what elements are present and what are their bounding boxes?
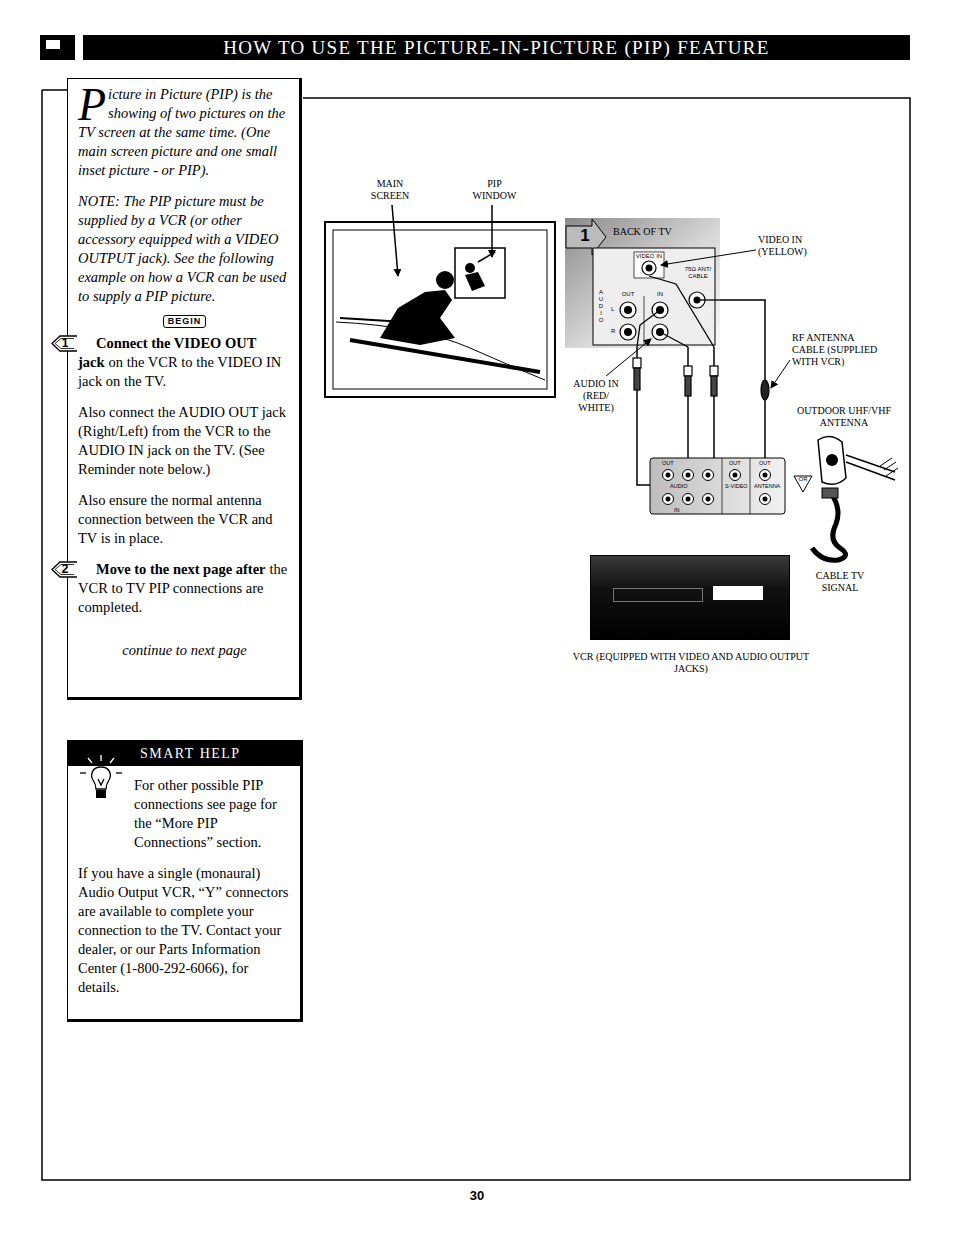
leader-line — [661, 250, 756, 265]
cable-connector — [713, 347, 715, 458]
instruction-text: Also connect the AUDIO OUT jack (Right/L… — [78, 403, 291, 479]
jack-label: 75Ω ANT/ CABLE — [683, 266, 713, 280]
help-text: For other possible PIP connections see p… — [68, 776, 300, 852]
step-callout: 2 — [50, 560, 78, 579]
continue-note: continue to next page — [78, 641, 291, 660]
help-heading: SMART HELP — [68, 741, 300, 766]
cable-connector — [687, 347, 689, 458]
jack-label: OUT — [618, 291, 638, 298]
leader-line — [392, 205, 398, 276]
tv-back-panel-art — [565, 218, 720, 348]
step-text: on the VCR to the VIDEO IN jack on the T… — [78, 354, 281, 389]
callout-number: 1 — [59, 335, 71, 352]
jack-label: OUT — [759, 460, 771, 466]
part-label: CABLE TV SIGNAL — [812, 570, 868, 594]
page-number: 30 — [462, 1188, 492, 1203]
display-window — [713, 586, 763, 600]
jack-label: IN — [674, 507, 680, 513]
part-label: MAIN SCREEN — [365, 178, 415, 202]
help-header: SMART HELP — [68, 741, 300, 766]
begin-row: BEGIN — [78, 310, 291, 328]
antenna-art — [794, 436, 898, 560]
jack-label: AUDIO — [670, 483, 687, 489]
tv-icon — [40, 35, 75, 60]
note-text: NOTE: The PIP picture must be supplied b… — [78, 192, 291, 306]
lightbulb-icon — [78, 755, 124, 805]
begin-badge: BEGIN — [163, 315, 207, 328]
leader-line — [771, 360, 790, 388]
vcr-unit: VCR (EQUIPPED WITH VIDEO AND AUDIO OUTPU… — [590, 555, 790, 640]
tv-screen — [325, 222, 555, 397]
instruction-text: Also ensure the normal antenna connectio… — [78, 491, 291, 548]
callout-number: 1 — [578, 226, 592, 246]
lightbulb-symbol — [78, 755, 124, 801]
vcr-jack-panel: OUT OUT OUT AUDIO S-VIDEO ANTENNA IN — [650, 458, 785, 514]
step-text: 1Connect the VIDEO OUT jackon the VCR to… — [78, 334, 291, 391]
page-title: HOW TO USE THE PICTURE-IN-PICTURE (PIP) … — [223, 37, 769, 59]
part-label: RF ANTENNA CABLE (SUPPLIED WITH VCR) — [792, 332, 884, 368]
device-caption: VCR (EQUIPPED WITH VIDEO AND AUDIO OUTPU… — [571, 651, 811, 675]
jack-label: ANTENNA — [754, 483, 780, 489]
help-text: If you have a single (monaural) Audio Ou… — [68, 864, 300, 997]
jack-label: S-VIDEO — [725, 483, 748, 489]
jack-label: IN — [652, 291, 668, 298]
symbol-label: OR — [795, 476, 811, 483]
part-label: VIDEO IN (YELLOW) — [758, 234, 820, 258]
tape-slot — [613, 588, 703, 602]
jack-label: OUT — [729, 460, 741, 466]
jack-label: L — [611, 306, 617, 313]
callout-number: 2 — [59, 561, 71, 578]
panel-heading: BACK OF TV — [613, 226, 672, 238]
jack-label: OUT — [662, 460, 674, 466]
cable-connector — [720, 300, 765, 458]
leader-line — [606, 339, 651, 376]
intro-text: Picture in Picture (PIP) is the showing … — [78, 85, 291, 180]
jack-label: VIDEO IN — [633, 253, 665, 260]
step-text: 2Move to the next page afterthe VCR to T… — [78, 560, 291, 617]
part-label: PIP WINDOW — [467, 178, 522, 202]
leader-line — [491, 205, 493, 257]
part-label: AUDIO IN (RED/ WHITE) — [568, 378, 624, 414]
jack-label: A U D I O — [598, 289, 604, 324]
instruction-panel: Picture in Picture (PIP) is the showing … — [67, 78, 302, 700]
part-label: OUTDOOR UHF/VHF ANTENNA — [788, 405, 900, 429]
step-callout: 1 — [50, 334, 78, 353]
jack-label: R — [611, 328, 617, 335]
title-bar: HOW TO USE THE PICTURE-IN-PICTURE (PIP) … — [83, 35, 910, 60]
vcr-jack-panel-art — [650, 458, 785, 514]
step-heading: Move to the next page after — [96, 561, 266, 577]
smart-help-box: SMART HELP For other possible PIP connect… — [67, 740, 303, 1022]
